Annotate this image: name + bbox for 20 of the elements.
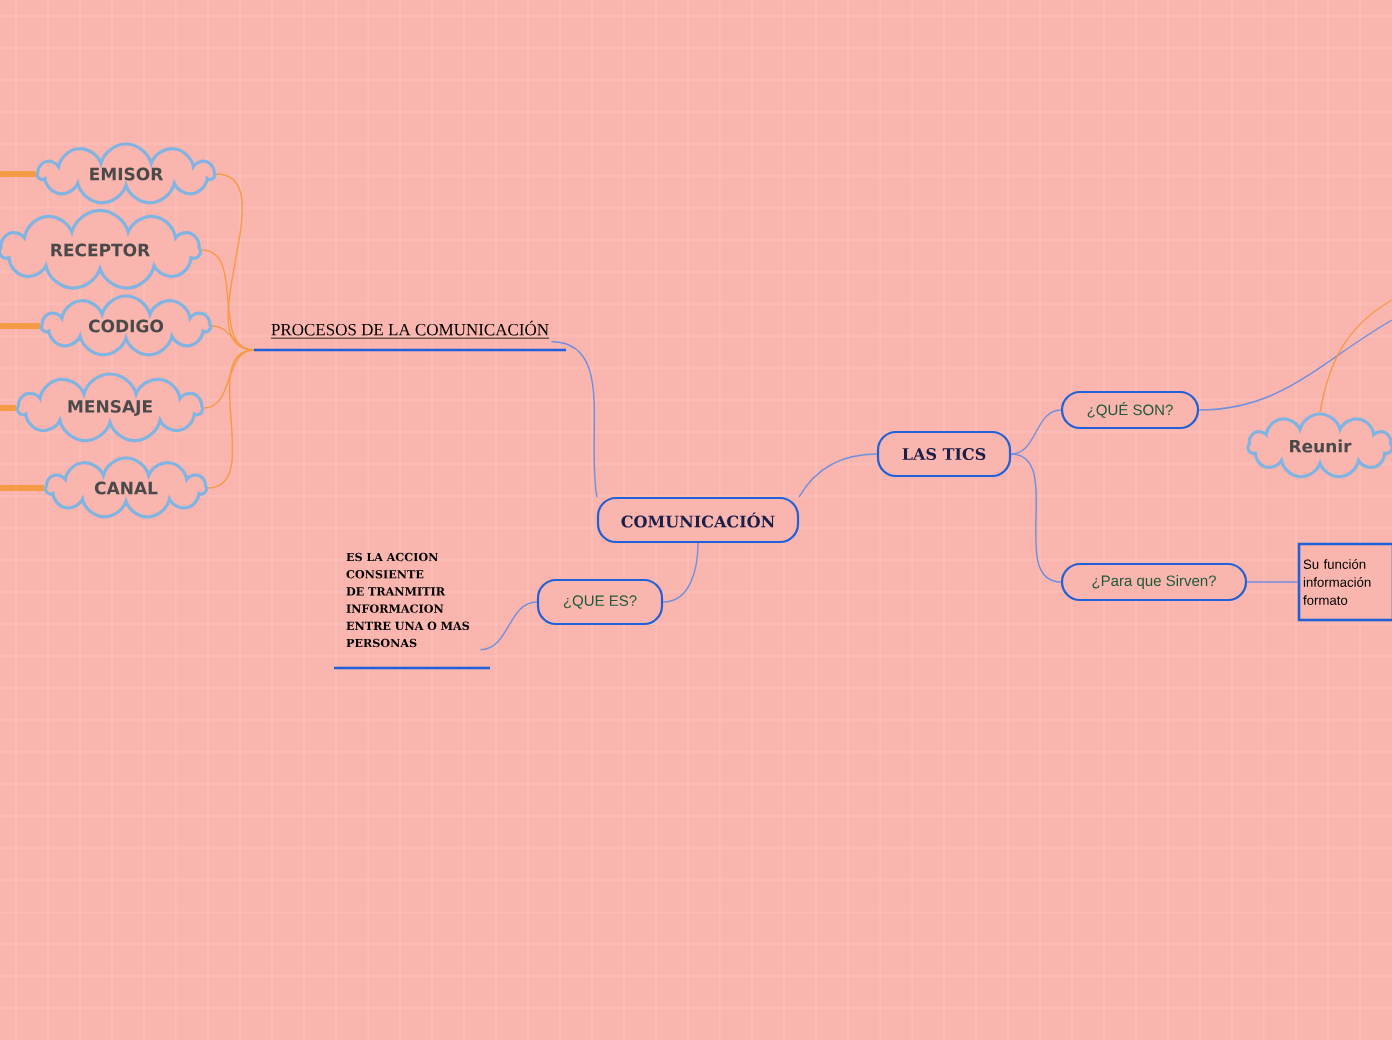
connector	[662, 542, 699, 603]
connector	[1198, 319, 1392, 411]
topic-box: COMUNICACIÓN	[596, 496, 800, 544]
underlined-heading: PROCESOS DE LA COMUNICACIÓN	[254, 320, 566, 352]
connector	[479, 601, 538, 651]
connector	[798, 453, 878, 498]
connector	[0, 405, 16, 411]
connector	[211, 325, 255, 351]
connector	[0, 323, 40, 329]
connector	[0, 485, 44, 491]
connector	[1319, 299, 1392, 414]
connector	[1010, 409, 1062, 455]
connector	[207, 349, 255, 489]
connector	[0, 171, 36, 177]
connector	[550, 341, 598, 498]
connector	[1010, 453, 1062, 583]
topic-box: LAS TICS	[876, 430, 1012, 478]
connector	[203, 349, 255, 409]
connector	[1246, 581, 1299, 583]
node-label: Reunir	[1290, 439, 1352, 453]
